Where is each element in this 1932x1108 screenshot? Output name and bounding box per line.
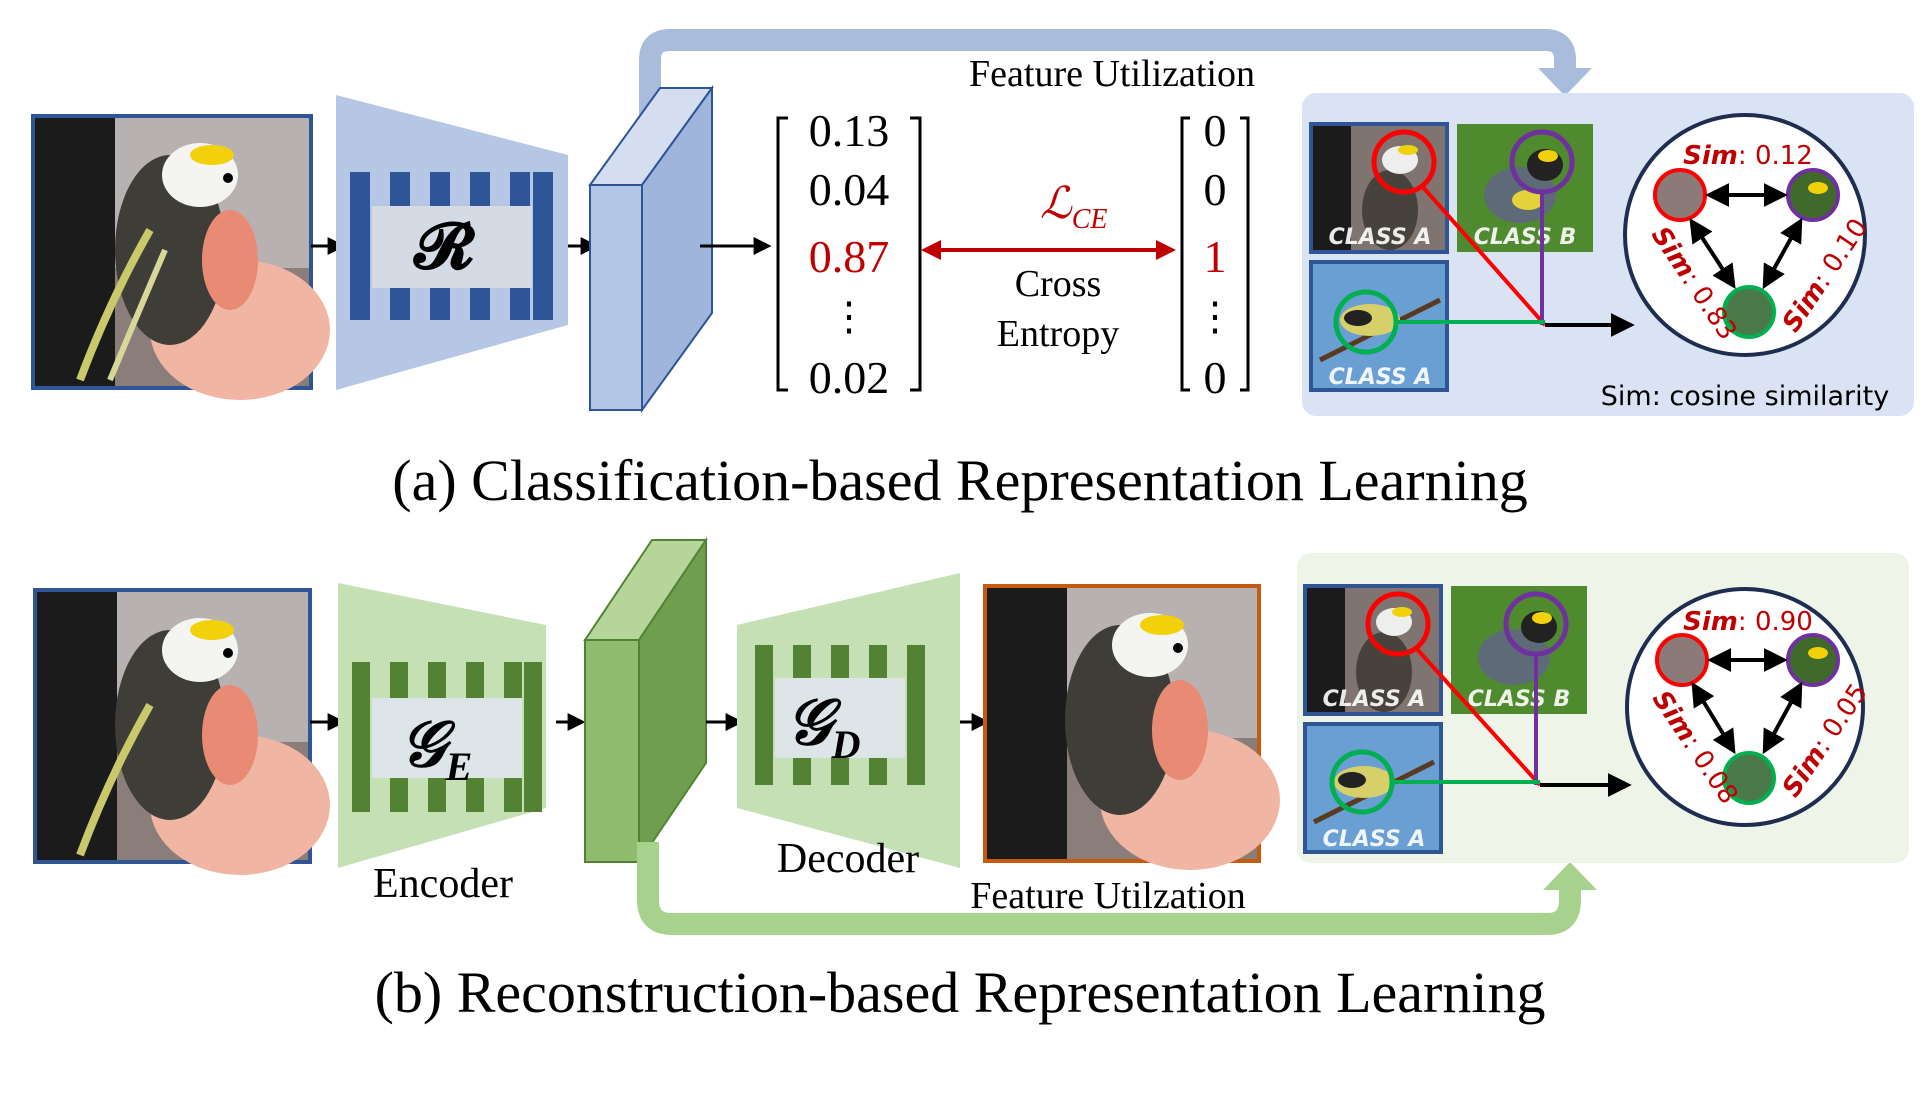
- loss-line1: Cross: [1015, 263, 1102, 305]
- thumb-label: CLASS B: [1468, 687, 1571, 712]
- pred-0: 0.13: [809, 105, 890, 156]
- target-4: 0: [1204, 352, 1227, 403]
- similarity-panel-bottom: CLASS A CLASS B CLASS A: [1297, 553, 1909, 863]
- loss-line2: Entropy: [997, 313, 1119, 355]
- pred-2: 0.87: [809, 231, 890, 282]
- feature-utilization-label-bottom: Feature Utilzation: [970, 875, 1245, 917]
- feature-utilization-arrow-bottom: [637, 842, 1597, 935]
- prediction-vector: 0.13 0.04 0.87 ⋮ 0.02: [776, 105, 922, 403]
- thumb-label: CLASS B: [1474, 225, 1577, 250]
- pred-4: 0.02: [809, 352, 890, 403]
- encoder: 𝒢E: [338, 583, 546, 868]
- node-green: [1722, 285, 1776, 339]
- network-r: 𝓡: [336, 95, 568, 390]
- reconstructed-image: [983, 584, 1280, 870]
- decoder: 𝒢D: [737, 573, 960, 868]
- decoder-symbol: 𝒢D: [786, 687, 860, 767]
- sim-top-label: Sim: 0.90: [1683, 607, 1813, 637]
- target-0: 0: [1204, 105, 1227, 156]
- node-purple: [1786, 168, 1840, 222]
- thumb-label: CLASS A: [1329, 365, 1432, 390]
- target-2: 1: [1204, 231, 1227, 282]
- top-diagram: Feature Utilization 𝓡: [31, 29, 1914, 513]
- input-image-bottom: [33, 588, 330, 875]
- cross-entropy-loss: ℒCE Cross Entropy: [921, 179, 1176, 355]
- loss-symbol: ℒCE: [1040, 179, 1107, 235]
- node-red: [1653, 168, 1707, 222]
- target-3: ⋮: [1195, 294, 1235, 339]
- target-1: 0: [1204, 164, 1227, 215]
- input-image-top: [31, 114, 330, 400]
- caption-b: (b) Reconstruction-based Representation …: [375, 960, 1546, 1025]
- thumb-label: CLASS A: [1329, 225, 1432, 250]
- similarity-panel-top: CLASS A CLASS B CLASS A: [1302, 93, 1914, 416]
- similarity-circle-top: Sim: 0.12 Sim: 0.83 Sim: 0.10: [1623, 113, 1874, 357]
- caption-a: (a) Classification-based Representation …: [392, 448, 1527, 513]
- pred-3: ⋮: [829, 294, 869, 339]
- feature-plate-top: [588, 84, 714, 414]
- thumb-class-b: CLASS B: [1457, 124, 1593, 252]
- latent-plate: [583, 536, 708, 866]
- thumb-label: CLASS A: [1323, 687, 1426, 712]
- node-green: [1722, 751, 1776, 805]
- bottom-diagram: 𝒢E Encoder 𝒢D Decoder: [33, 536, 1909, 1025]
- thumb-class-a-2: CLASS A: [1303, 722, 1443, 854]
- feature-utilization-label-top: Feature Utilization: [969, 53, 1255, 95]
- feature-utilization-arrow-top: [639, 29, 1592, 132]
- encoder-label: Encoder: [373, 861, 513, 907]
- network-r-symbol: 𝓡: [413, 211, 475, 282]
- node-red: [1655, 633, 1709, 687]
- red-selection-circle: [1365, 591, 1431, 657]
- sim-top-label: Sim: 0.12: [1683, 141, 1813, 171]
- thumb-label: CLASS A: [1323, 827, 1426, 852]
- thumb-class-a-2: CLASS A: [1309, 260, 1449, 392]
- pred-1: 0.04: [809, 164, 890, 215]
- sim-note: Sim: cosine similarity: [1601, 381, 1889, 412]
- red-selection-circle: [1371, 129, 1437, 195]
- node-purple: [1786, 633, 1840, 687]
- target-vector: 0 0 1 ⋮ 0: [1180, 105, 1250, 403]
- decoder-label: Decoder: [777, 836, 919, 882]
